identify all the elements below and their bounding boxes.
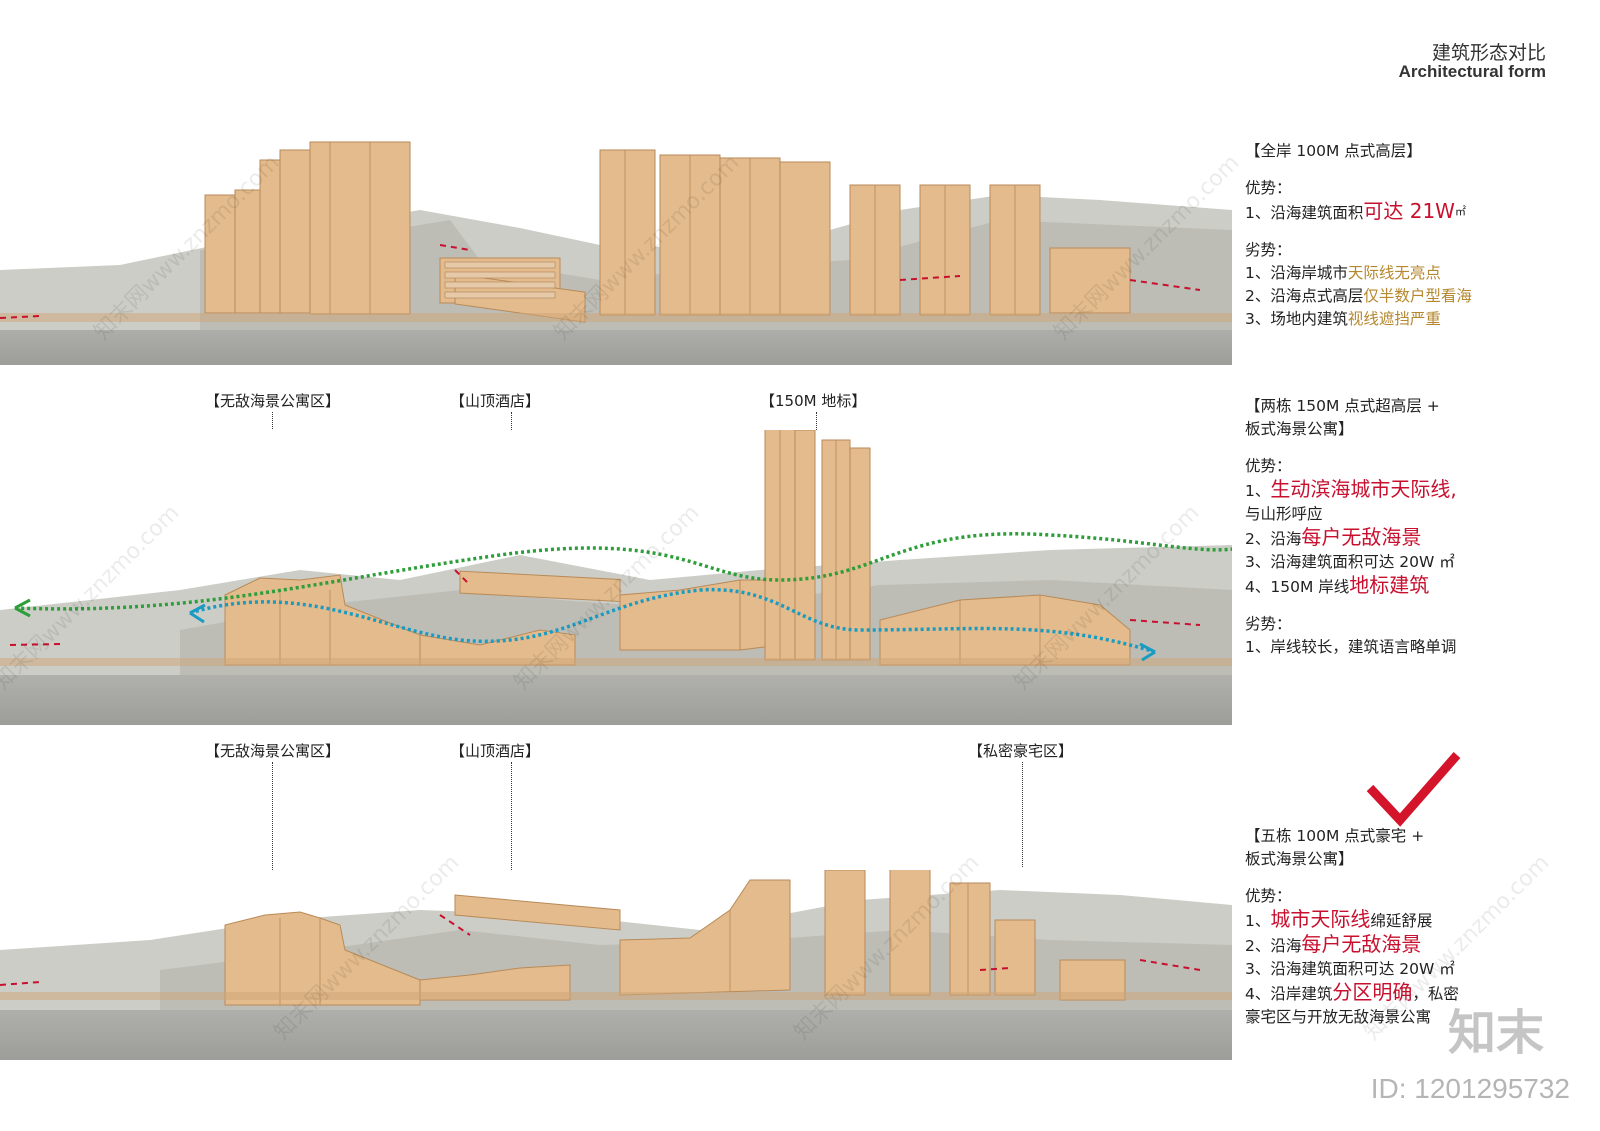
scheme3-adv-3: 3、沿海建筑面积可达 20W ㎡ (1245, 960, 1455, 978)
scheme2-dis-1: 1、岸线较长，建筑语言略单调 (1245, 638, 1457, 656)
scheme2-adv-4: 4、150M 岸线地标建筑 (1245, 574, 1457, 599)
scheme1-render (0, 100, 1232, 365)
watermark-logo: 知末 (1447, 1005, 1544, 1061)
scheme2-heading-2: 板式海景公寓】 (1245, 420, 1354, 438)
text: 4、150M 岸线 (1245, 578, 1350, 596)
scheme2-leader-3 (816, 412, 817, 442)
scheme1-adv-title: 优势： (1245, 179, 1292, 197)
text-highlight: 分区明确 (1332, 980, 1413, 1004)
scheme2-adv-1-sub: 与山形呼应 (1245, 505, 1323, 523)
scheme2-adv-3: 3、沿海建筑面积可达 20W ㎡ (1245, 553, 1455, 571)
text: 2、沿海 (1245, 530, 1302, 548)
text-highlight: 每户无敌海景 (1301, 932, 1422, 956)
scheme3-adv-1: 1、城市天际线绵延舒展 (1245, 908, 1459, 933)
text-highlight: 仅半数户型看海 (1363, 287, 1472, 305)
text: ，私密 (1412, 985, 1459, 1003)
scheme2-dis-title: 劣势： (1245, 615, 1292, 633)
scheme3-render (0, 870, 1232, 1060)
text: 1、沿海建筑面积 (1245, 204, 1364, 222)
scheme2-adv-title: 优势： (1245, 457, 1292, 475)
scheme2-render (0, 430, 1232, 725)
checkmark-icon (1365, 750, 1465, 834)
scheme3-leader-3 (1022, 762, 1023, 867)
scheme2-notes: 【两栋 150M 点式超高层 + 板式海景公寓】 优势： 1、生动滨海城市天际线… (1245, 395, 1457, 659)
scheme3-adv-2: 2、沿海每户无敌海景 (1245, 933, 1459, 958)
text: 2、沿海点式高层 (1245, 287, 1364, 305)
scheme2-label-apartments: 【无敌海景公寓区】 (205, 392, 341, 410)
page-title-en: Architectural form (1398, 62, 1546, 81)
scheme3-adv-4-line2: 豪宅区与开放无敌海景公寓 (1245, 1008, 1432, 1026)
text: 绵延舒展 (1370, 912, 1433, 930)
watermark-id: ID: 1201295732 (1370, 1073, 1570, 1104)
unit: ㎡ (1454, 205, 1466, 218)
page-title-cn: 建筑形态对比 (1431, 42, 1546, 64)
scheme1-dis-2: 2、沿海点式高层仅半数户型看海 (1245, 285, 1472, 308)
scheme2-label-hotel: 【山顶酒店】 (450, 392, 541, 410)
scheme3-heading-1: 【五栋 100M 点式豪宅 + (1245, 827, 1425, 845)
text: 3、场地内建筑 (1245, 310, 1348, 328)
text-highlight: 天际线无亮点 (1347, 264, 1441, 282)
scheme3-notes: 【五栋 100M 点式豪宅 + 板式海景公寓】 优势： 1、城市天际线绵延舒展 … (1245, 825, 1459, 1029)
scheme3-label-luxury: 【私密豪宅区】 (968, 742, 1074, 760)
scheme3-adv-4: 4、沿岸建筑分区明确，私密 (1245, 981, 1459, 1006)
scheme3-leader-1 (272, 762, 273, 922)
text: 1、 (1245, 912, 1271, 930)
text: 1、 (1245, 482, 1271, 500)
scheme1-dis-1: 1、沿海岸城市天际线无亮点 (1245, 262, 1472, 285)
text-highlight: 城市天际线 (1270, 907, 1371, 931)
scheme3-heading-2: 板式海景公寓】 (1245, 850, 1354, 868)
scheme1-dis-3: 3、场地内建筑视线遮挡严重 (1245, 308, 1472, 331)
scheme3-label-apartments: 【无敌海景公寓区】 (205, 742, 341, 760)
scheme3-adv-title: 优势： (1245, 887, 1292, 905)
text-highlight: 可达 21W (1363, 199, 1455, 223)
scheme3-label-hotel: 【山顶酒店】 (450, 742, 541, 760)
scheme1-notes: 【全岸 100M 点式高层】 优势： 1、沿海建筑面积可达 21W㎡ 劣势： 1… (1245, 140, 1472, 331)
text-highlight: 生动滨海城市天际线, (1270, 477, 1457, 501)
text-highlight: 每户无敌海景 (1301, 525, 1422, 549)
text-highlight: 地标建筑 (1349, 573, 1430, 597)
text-highlight: 视线遮挡严重 (1347, 310, 1441, 328)
scheme2-adv-2: 2、沿海每户无敌海景 (1245, 526, 1457, 551)
scheme2-heading-1: 【两栋 150M 点式超高层 + (1245, 397, 1440, 415)
text: 1、沿海岸城市 (1245, 264, 1348, 282)
scheme1-adv-1: 1、沿海建筑面积可达 21W㎡ (1245, 200, 1472, 225)
scheme2-label-landmark: 【150M 地标】 (760, 392, 867, 410)
text: 4、沿岸建筑 (1245, 985, 1333, 1003)
scheme1-dis-title: 劣势： (1245, 241, 1292, 259)
scheme1-heading: 【全岸 100M 点式高层】 (1245, 142, 1422, 160)
scheme3-leader-2 (511, 762, 512, 882)
scheme2-adv-1: 1、生动滨海城市天际线, (1245, 478, 1457, 503)
text: 2、沿海 (1245, 937, 1302, 955)
